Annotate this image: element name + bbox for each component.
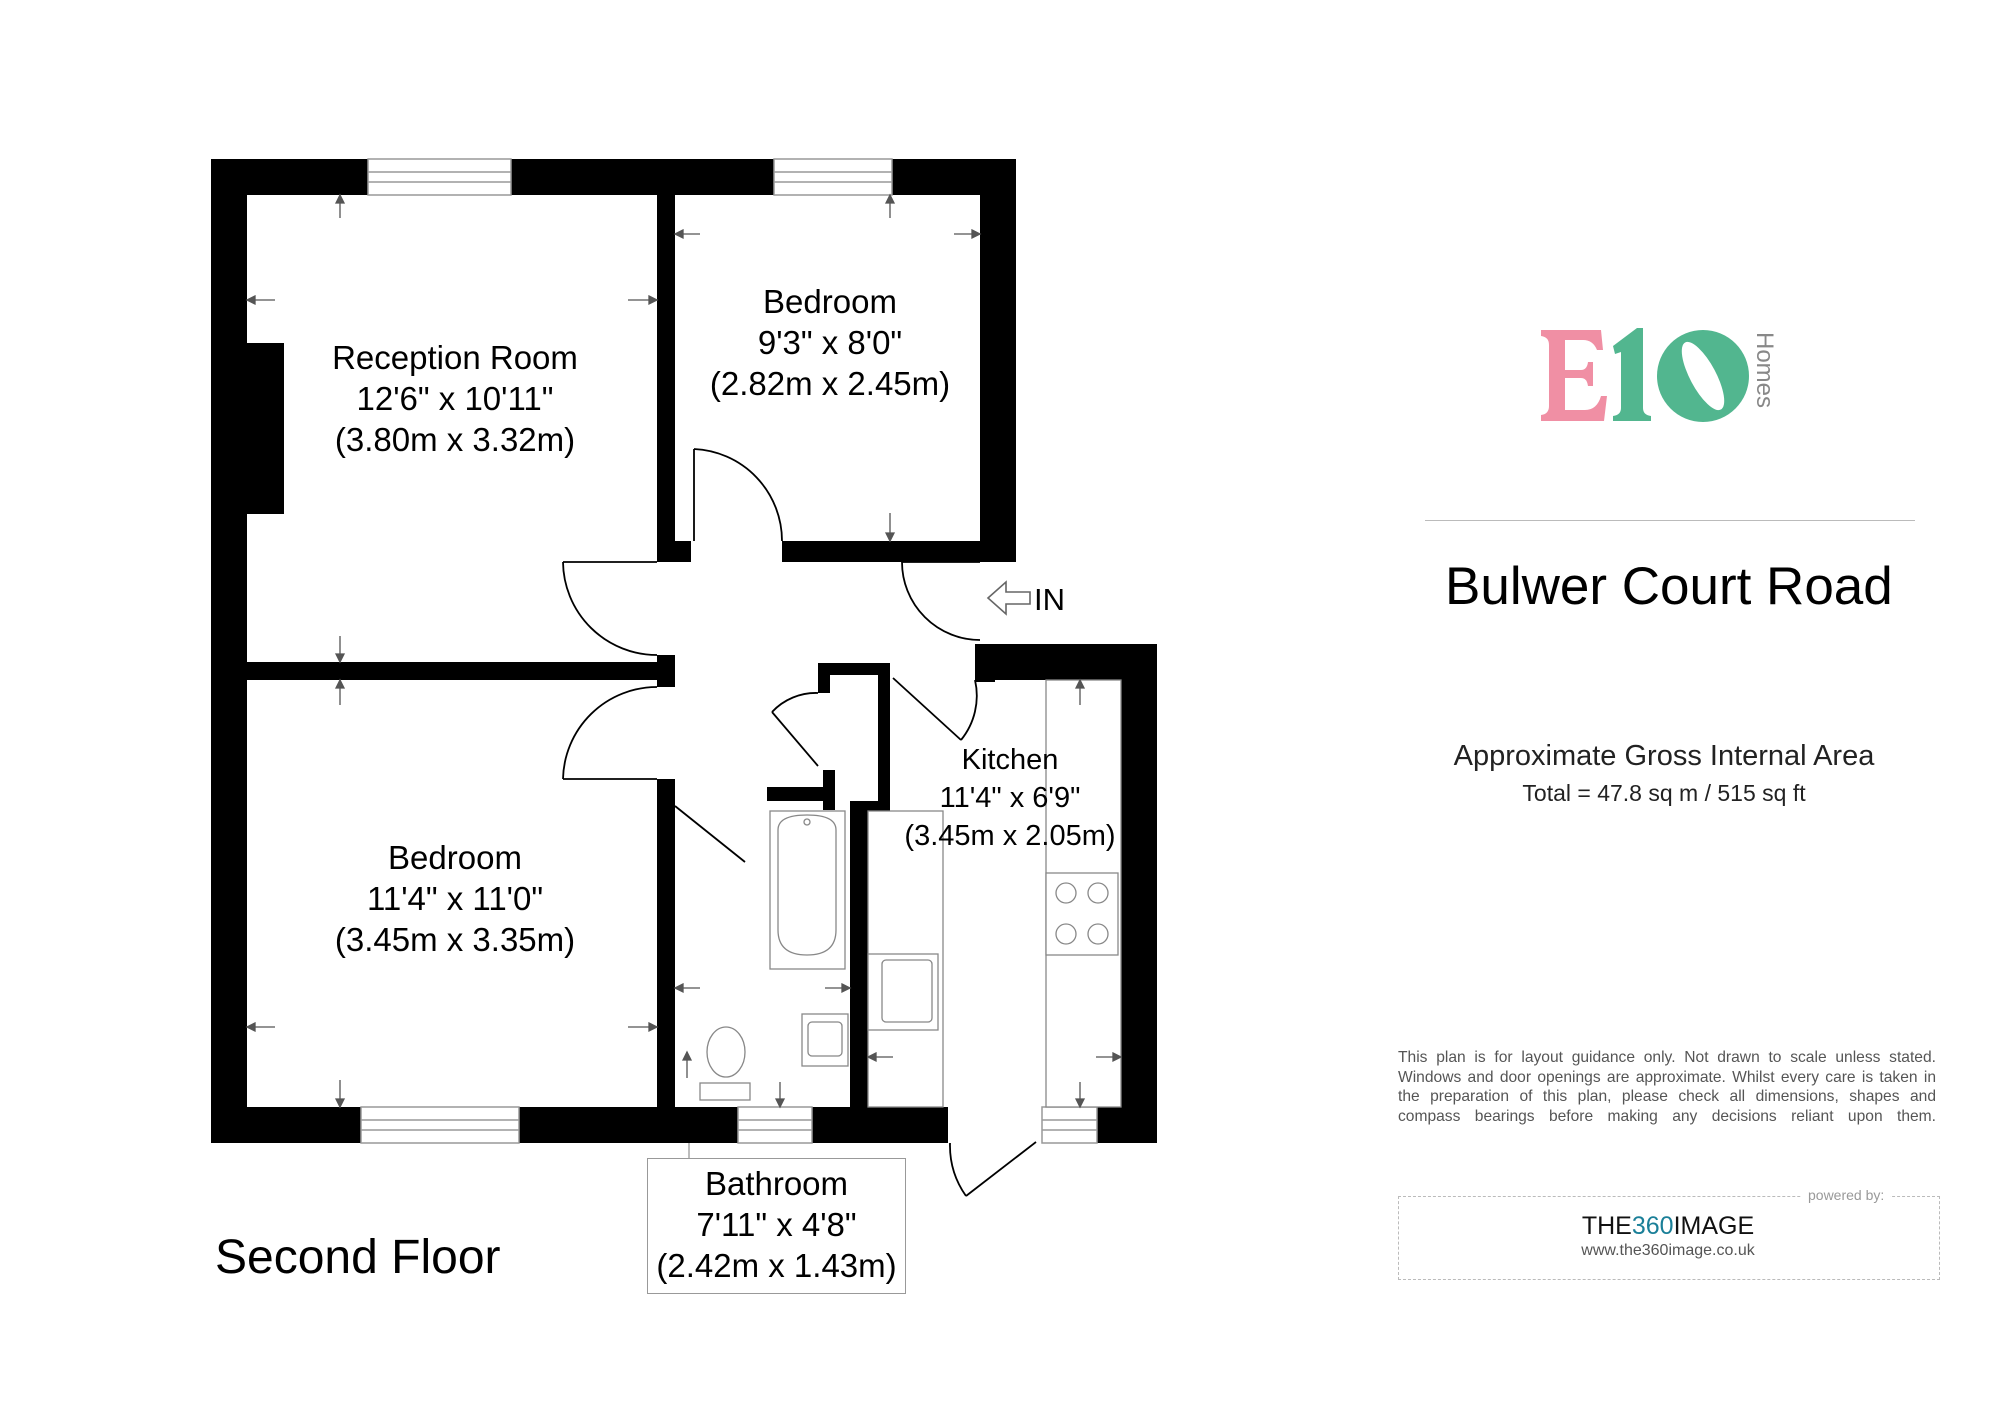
brand-url[interactable]: www.the360image.co.uk: [1581, 1242, 1755, 1259]
brand-accent: 360: [1631, 1212, 1674, 1240]
room-name: Reception Room: [332, 339, 578, 376]
area-total: Total = 47.8 sq m / 515 sq ft: [1522, 780, 1806, 806]
bathroom-label-box: Bathroom 7'11" x 4'8" (2.42m x 1.43m): [647, 1158, 906, 1294]
room-dimensions-metric: (3.80m x 3.32m): [334, 421, 576, 458]
powered-by-label: powered by:: [1802, 1187, 1891, 1203]
floor-name: Second Floor: [215, 1231, 501, 1284]
logo-subtext: Homes: [1751, 332, 1778, 408]
property-address: Bulwer Court Road: [1445, 557, 1893, 616]
disclaimer: This plan is for layout guidance only. N…: [1398, 1049, 1936, 1125]
room-name: Bathroom: [704, 1165, 849, 1202]
the360image-brand: THE360IMAGE: [1398, 1212, 1938, 1241]
floor-plan: [211, 158, 1157, 1197]
entrance-arrow: [986, 580, 1031, 616]
room-dimensions-imperial: 12'6" x 10'11": [356, 380, 554, 417]
entrance-label: IN: [1034, 582, 1065, 617]
room-dimensions-imperial: 7'11" x 4'8": [696, 1206, 857, 1243]
room-label-bedroom-1: Bedroom 9'3" x 8'0" (2.82m x 2.45m): [690, 281, 970, 404]
room-dimensions-metric: (2.82m x 2.45m): [709, 365, 951, 402]
brand-suffix: IMAGE: [1673, 1212, 1755, 1240]
room-dimensions-imperial: 11'4" x 11'0": [366, 880, 544, 917]
e10-homes-logo: Homes: [1537, 320, 1787, 430]
room-label-bedroom-2: Bedroom 11'4" x 11'0" (3.45m x 3.35m): [300, 837, 610, 960]
room-name: Bedroom: [763, 283, 897, 320]
room-label-reception: Reception Room 12'6" x 10'11" (3.80m x 3…: [300, 337, 610, 460]
walls: [211, 159, 1157, 1143]
area-title: Approximate Gross Internal Area: [1453, 740, 1875, 772]
room-name: Kitchen: [961, 744, 1059, 776]
room-dimensions-imperial: 11'4" x 6'9": [939, 782, 1081, 814]
room-dimensions-imperial: 9'3" x 8'0": [757, 324, 903, 361]
fixtures: [699, 679, 1122, 1108]
room-name: Bedroom: [388, 839, 522, 876]
room-label-kitchen: Kitchen 11'4" x 6'9" (3.45m x 2.05m): [890, 741, 1130, 855]
windows: [360, 158, 1098, 1144]
doors: [562, 448, 1037, 1197]
brand-prefix: THE: [1581, 1212, 1632, 1240]
room-label-bathroom: Bathroom 7'11" x 4'8" (2.42m x 1.43m): [648, 1163, 905, 1286]
room-dimensions-metric: (2.42m x 1.43m): [656, 1247, 897, 1284]
room-dimensions-metric: (3.45m x 3.35m): [334, 921, 576, 958]
room-dimensions-metric: (3.45m x 2.05m): [904, 820, 1116, 852]
divider: [1425, 520, 1915, 521]
dimension-arrows: [245, 193, 1123, 1158]
powered-by-box: [1398, 1196, 1940, 1280]
